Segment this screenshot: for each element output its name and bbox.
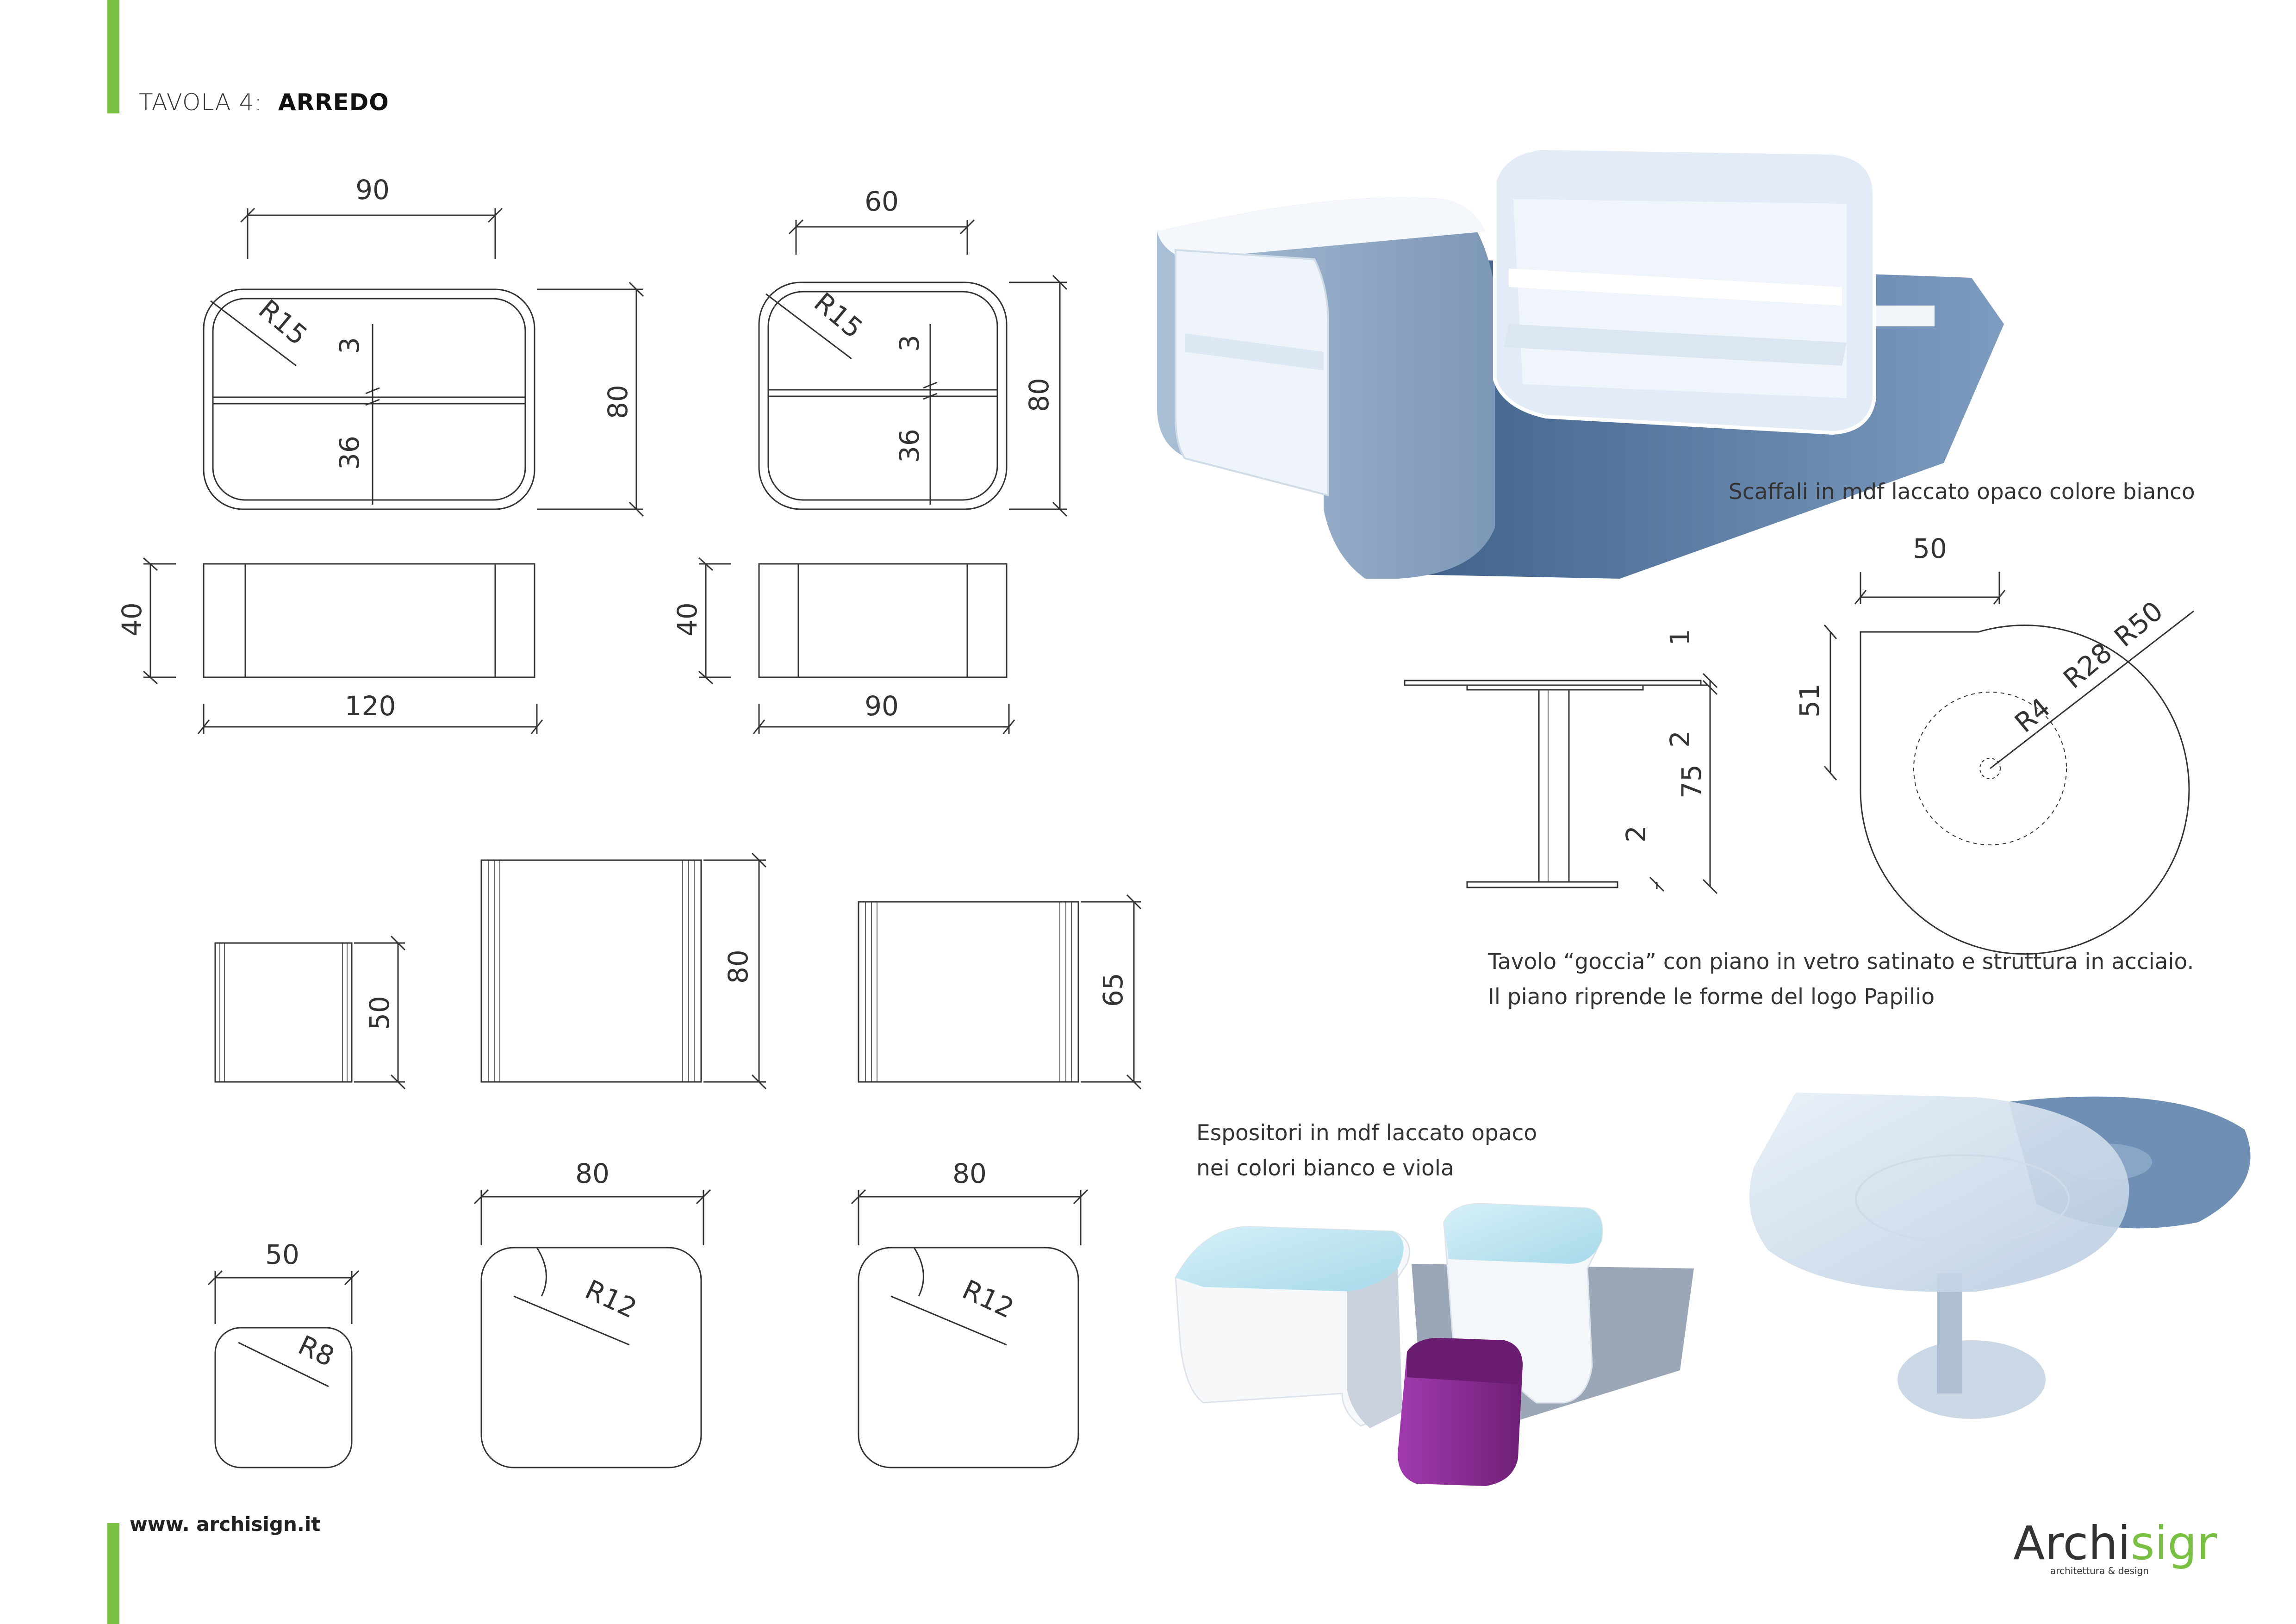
dim-display-w3: 80 <box>952 1158 987 1189</box>
dim-table-height: 75 <box>1676 764 1707 799</box>
shelf-small-elevation <box>698 557 1015 734</box>
dim-shelf-large-width: 90 <box>355 174 390 206</box>
logo-text-part1: rchi <box>2045 1516 2130 1570</box>
dim-shelf-small-upper: 3 <box>894 335 925 352</box>
logo-letter-a: A <box>2013 1516 2045 1570</box>
dim-shelf-large-lower: 36 <box>334 436 365 470</box>
dim-table-r-large: R50 <box>2108 595 2169 653</box>
dim-shelf-small-length: 90 <box>865 690 899 722</box>
shelf-large-elevation <box>143 557 543 734</box>
caption-shelves-text: Scaffali in mdf laccato opaco colore bia… <box>1729 479 2195 505</box>
logo-tagline: architettura & design <box>2050 1565 2149 1576</box>
dim-shelf-large-radius: R15 <box>253 294 313 351</box>
dim-display-h2: 80 <box>722 949 754 984</box>
table-plan <box>1823 572 2194 955</box>
sheet-name: ARREDO <box>278 89 389 116</box>
shelves-render <box>1157 146 2004 579</box>
dim-table-r-small: R4 <box>2009 692 2056 739</box>
website-link[interactable]: www. archisign.it <box>130 1513 321 1536</box>
caption-displays: Espositori in mdf laccato opaco nei colo… <box>1196 1116 1537 1186</box>
dim-table-depth: 51 <box>1794 683 1825 718</box>
dim-shelf-large-depth: 40 <box>116 602 148 637</box>
dim-shelf-large-length: 120 <box>345 690 396 722</box>
accent-bar-top <box>107 0 119 113</box>
caption-table: Tavolo “goccia” con piano in vetro satin… <box>1488 944 2194 1015</box>
dim-table-gap: 2 <box>1664 731 1696 748</box>
caption-shelves: Scaffali in mdf laccato opaco colore bia… <box>1729 475 2195 510</box>
caption-displays-line1: Espositori in mdf laccato opaco <box>1196 1120 1537 1146</box>
dim-shelf-small-height: 80 <box>1023 378 1055 412</box>
dim-display-r1: R8 <box>293 1329 339 1373</box>
dim-table-base: 2 <box>1620 825 1652 843</box>
table-elevation <box>1404 673 1718 894</box>
table-render <box>1749 1093 2251 1419</box>
dim-display-h3: 65 <box>1097 973 1129 1007</box>
logo-text-part2: sign <box>2130 1516 2217 1570</box>
archisign-logo: Archisign architettura & design <box>2013 1514 2226 1583</box>
dim-table-r-mid: R28 <box>2057 637 2118 694</box>
displays-render <box>1175 1203 1694 1486</box>
dim-shelf-large-upper: 3 <box>334 337 365 354</box>
display-plans <box>207 1189 1089 1468</box>
caption-displays-line2: nei colori bianco e viola <box>1196 1156 1454 1181</box>
dim-display-r3: R12 <box>958 1274 1019 1324</box>
dim-display-r2: R12 <box>580 1274 641 1324</box>
dim-table-width: 50 <box>1913 533 1947 564</box>
sheet-label: TAVOLA 4: <box>139 89 263 116</box>
display-elevations <box>214 852 1142 1090</box>
caption-table-line2: Il piano riprende le forme del logo Papi… <box>1488 984 1935 1010</box>
shelf-small-plan <box>758 219 1068 517</box>
svg-text:Archisign: Archisign <box>2013 1516 2217 1570</box>
dim-shelf-small-radius: R15 <box>808 287 869 344</box>
dim-display-w1: 50 <box>265 1239 299 1270</box>
dim-shelf-large-height: 80 <box>602 385 634 419</box>
dim-table-top: 1 <box>1664 629 1696 646</box>
dim-shelf-small-width: 60 <box>865 186 899 217</box>
accent-bar-bottom <box>107 1523 119 1624</box>
shelf-large-plan <box>203 207 644 517</box>
sheet-title: TAVOLA 4: ARREDO <box>139 89 389 116</box>
caption-table-line1: Tavolo “goccia” con piano in vetro satin… <box>1488 949 2194 974</box>
dim-display-h1: 50 <box>364 996 395 1030</box>
dim-shelf-small-lower: 36 <box>894 429 925 463</box>
dim-shelf-small-depth: 40 <box>672 602 703 637</box>
dim-display-w2: 80 <box>575 1158 610 1189</box>
